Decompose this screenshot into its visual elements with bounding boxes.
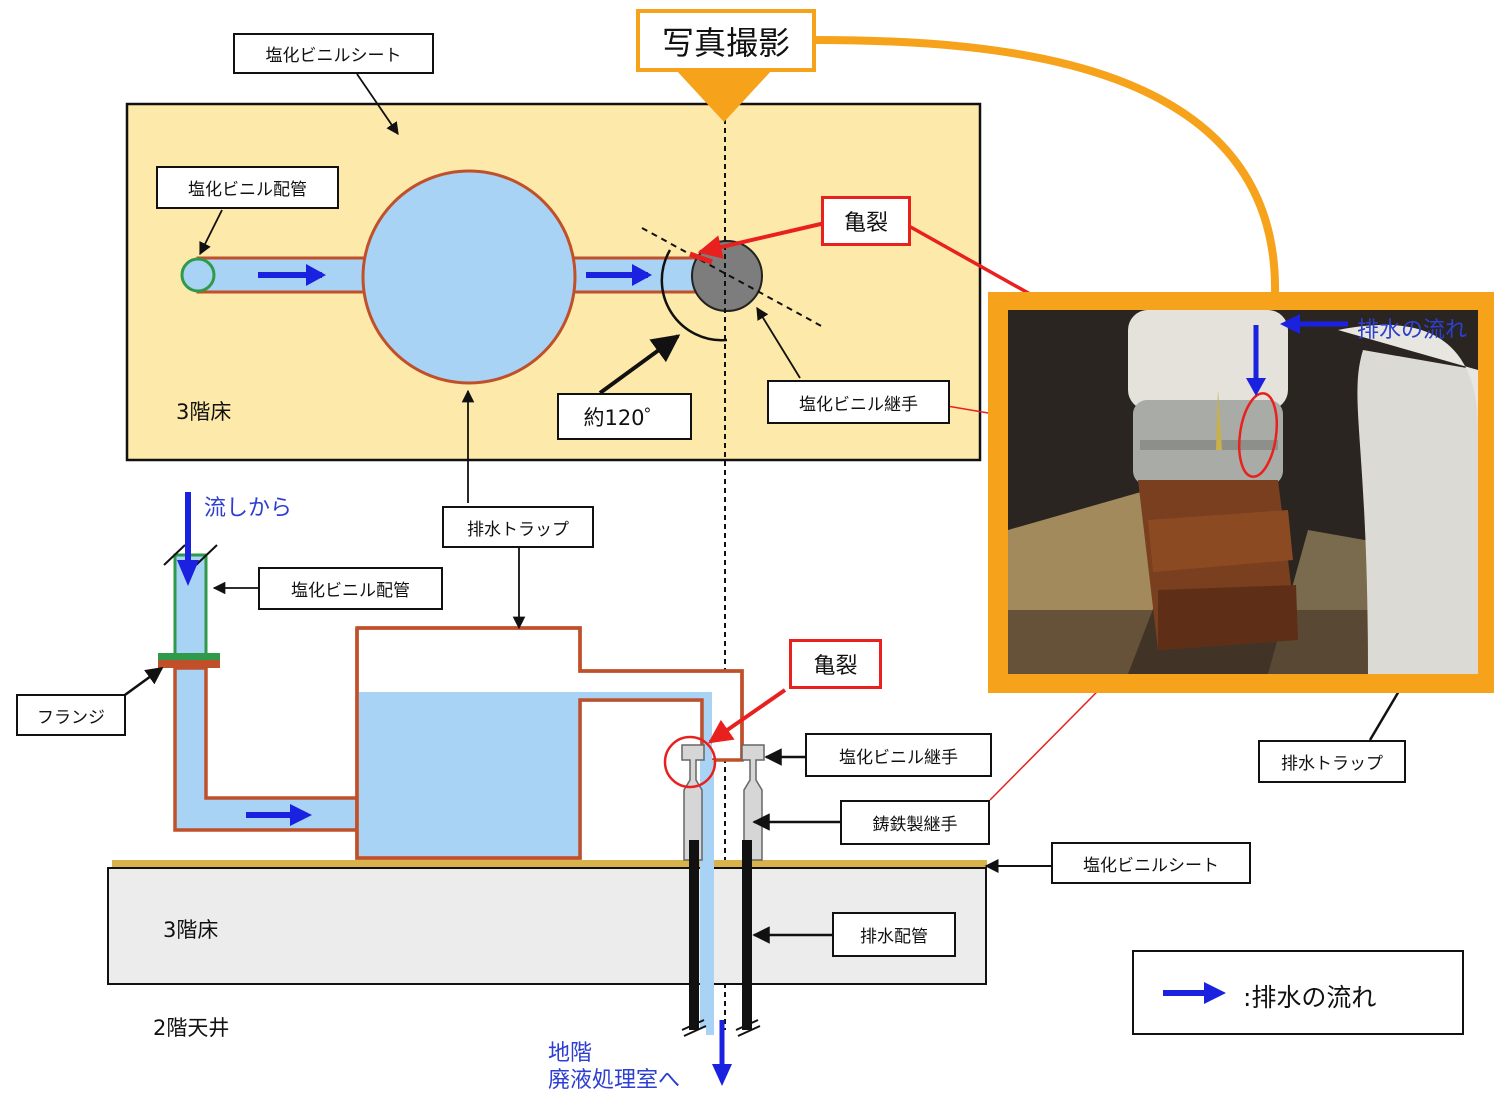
photo-connector <box>813 36 1280 296</box>
destination-label-2: 廃液処理室へ <box>548 1068 681 1093</box>
angle-arc <box>660 249 728 342</box>
inflow-pipe-lower <box>173 666 359 832</box>
drain-pipe-left <box>689 840 699 1030</box>
crack-circle-side <box>663 735 717 789</box>
top-sheet-label: 塩化ビニルシート <box>233 33 434 74</box>
legend-label: :排水の流れ <box>1243 983 1377 1012</box>
side-sheet-label: 塩化ビニルシート <box>1051 842 1251 884</box>
side-pipe-label: 塩化ビニル配管 <box>258 567 443 610</box>
photo-flow-label: 排水の流れ <box>1357 318 1468 343</box>
top-crack-label: 亀裂 <box>821 196 911 246</box>
iron-joint-label: 鋳鉄製継手 <box>840 800 990 845</box>
top-joint-label: 塩化ビニル継手 <box>767 380 950 424</box>
trap-top-circle <box>361 169 577 385</box>
pvc-sheet-line <box>112 860 987 867</box>
flange <box>158 653 220 661</box>
inflow-label: 流しから <box>204 496 293 521</box>
site-photo <box>1008 310 1478 674</box>
side-floor-label: 3階床 <box>163 918 219 942</box>
flange-label: フランジ <box>16 694 126 736</box>
pvc-joint-side-left <box>681 744 705 861</box>
top-floor-label: 3階床 <box>176 400 232 424</box>
pvc-pipe-end <box>180 257 216 293</box>
ceiling-label: 2階天井 <box>153 1016 230 1040</box>
top-pipe-label: 塩化ビニル配管 <box>156 166 339 209</box>
angle-label: 約120゜ <box>557 393 692 440</box>
pvc-joint-side-right <box>741 744 765 861</box>
destination-label-1: 地階 <box>548 1041 593 1066</box>
drain-pipe-label: 排水配管 <box>832 912 956 957</box>
camera-direction-triangle <box>676 70 772 122</box>
photo-trap-label: 排水トラップ <box>1258 740 1406 783</box>
side-pvc-joint-label: 塩化ビニル継手 <box>805 733 992 777</box>
side-crack-label: 亀裂 <box>789 639 882 689</box>
side-trap-label: 排水トラップ <box>442 506 594 548</box>
title-photo-box: 写真撮影 <box>636 9 816 72</box>
drain-pipe-right <box>742 840 752 1030</box>
legend-arrow-icon <box>1204 982 1226 1004</box>
